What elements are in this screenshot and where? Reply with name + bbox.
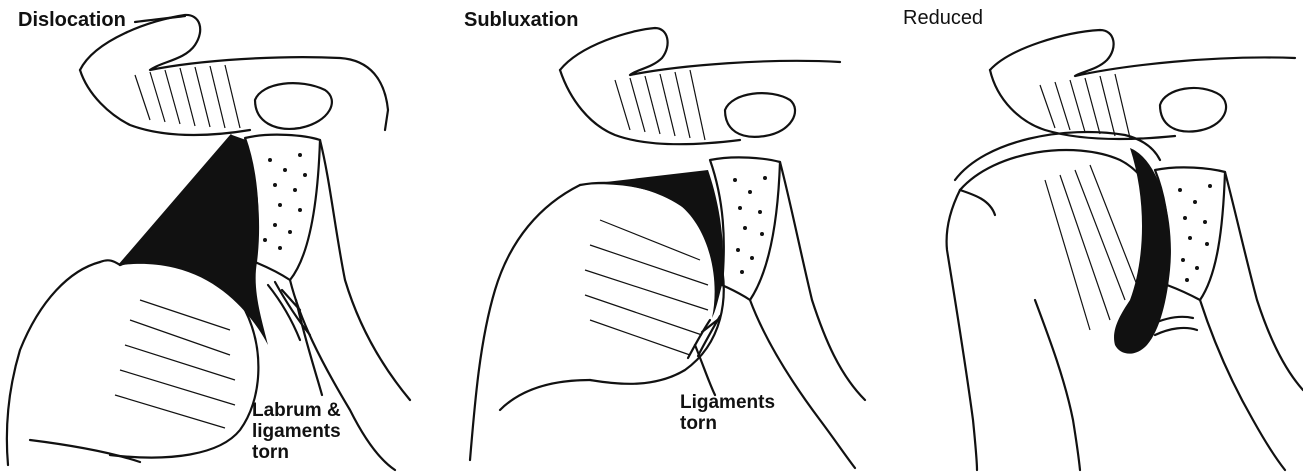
panel-title-dislocation: Dislocation [18, 10, 126, 31]
joint-space [580, 170, 723, 318]
panel-subluxation: Subluxation Ligaments torn [440, 0, 870, 473]
panel-title-subluxation: Subluxation [464, 10, 578, 31]
coracoid [725, 93, 795, 137]
panel-reduced: Reduced [875, 0, 1303, 473]
reduced-illustration [875, 0, 1303, 473]
acromion [80, 15, 388, 130]
coracoid [255, 83, 332, 129]
acromion [560, 28, 840, 75]
panel-title-reduced: Reduced [903, 8, 983, 29]
coracoid [1160, 88, 1226, 132]
callout-labrum-ligaments-torn: Labrum & ligaments torn [252, 400, 341, 463]
subluxation-illustration [440, 0, 870, 473]
acromion [990, 30, 1295, 76]
callout-ligaments-torn: Ligaments torn [680, 392, 775, 434]
joint-space [1114, 148, 1171, 354]
panel-dislocation: Dislocation Labrum & ligaments torn [0, 0, 430, 473]
dislocation-illustration [0, 0, 430, 473]
